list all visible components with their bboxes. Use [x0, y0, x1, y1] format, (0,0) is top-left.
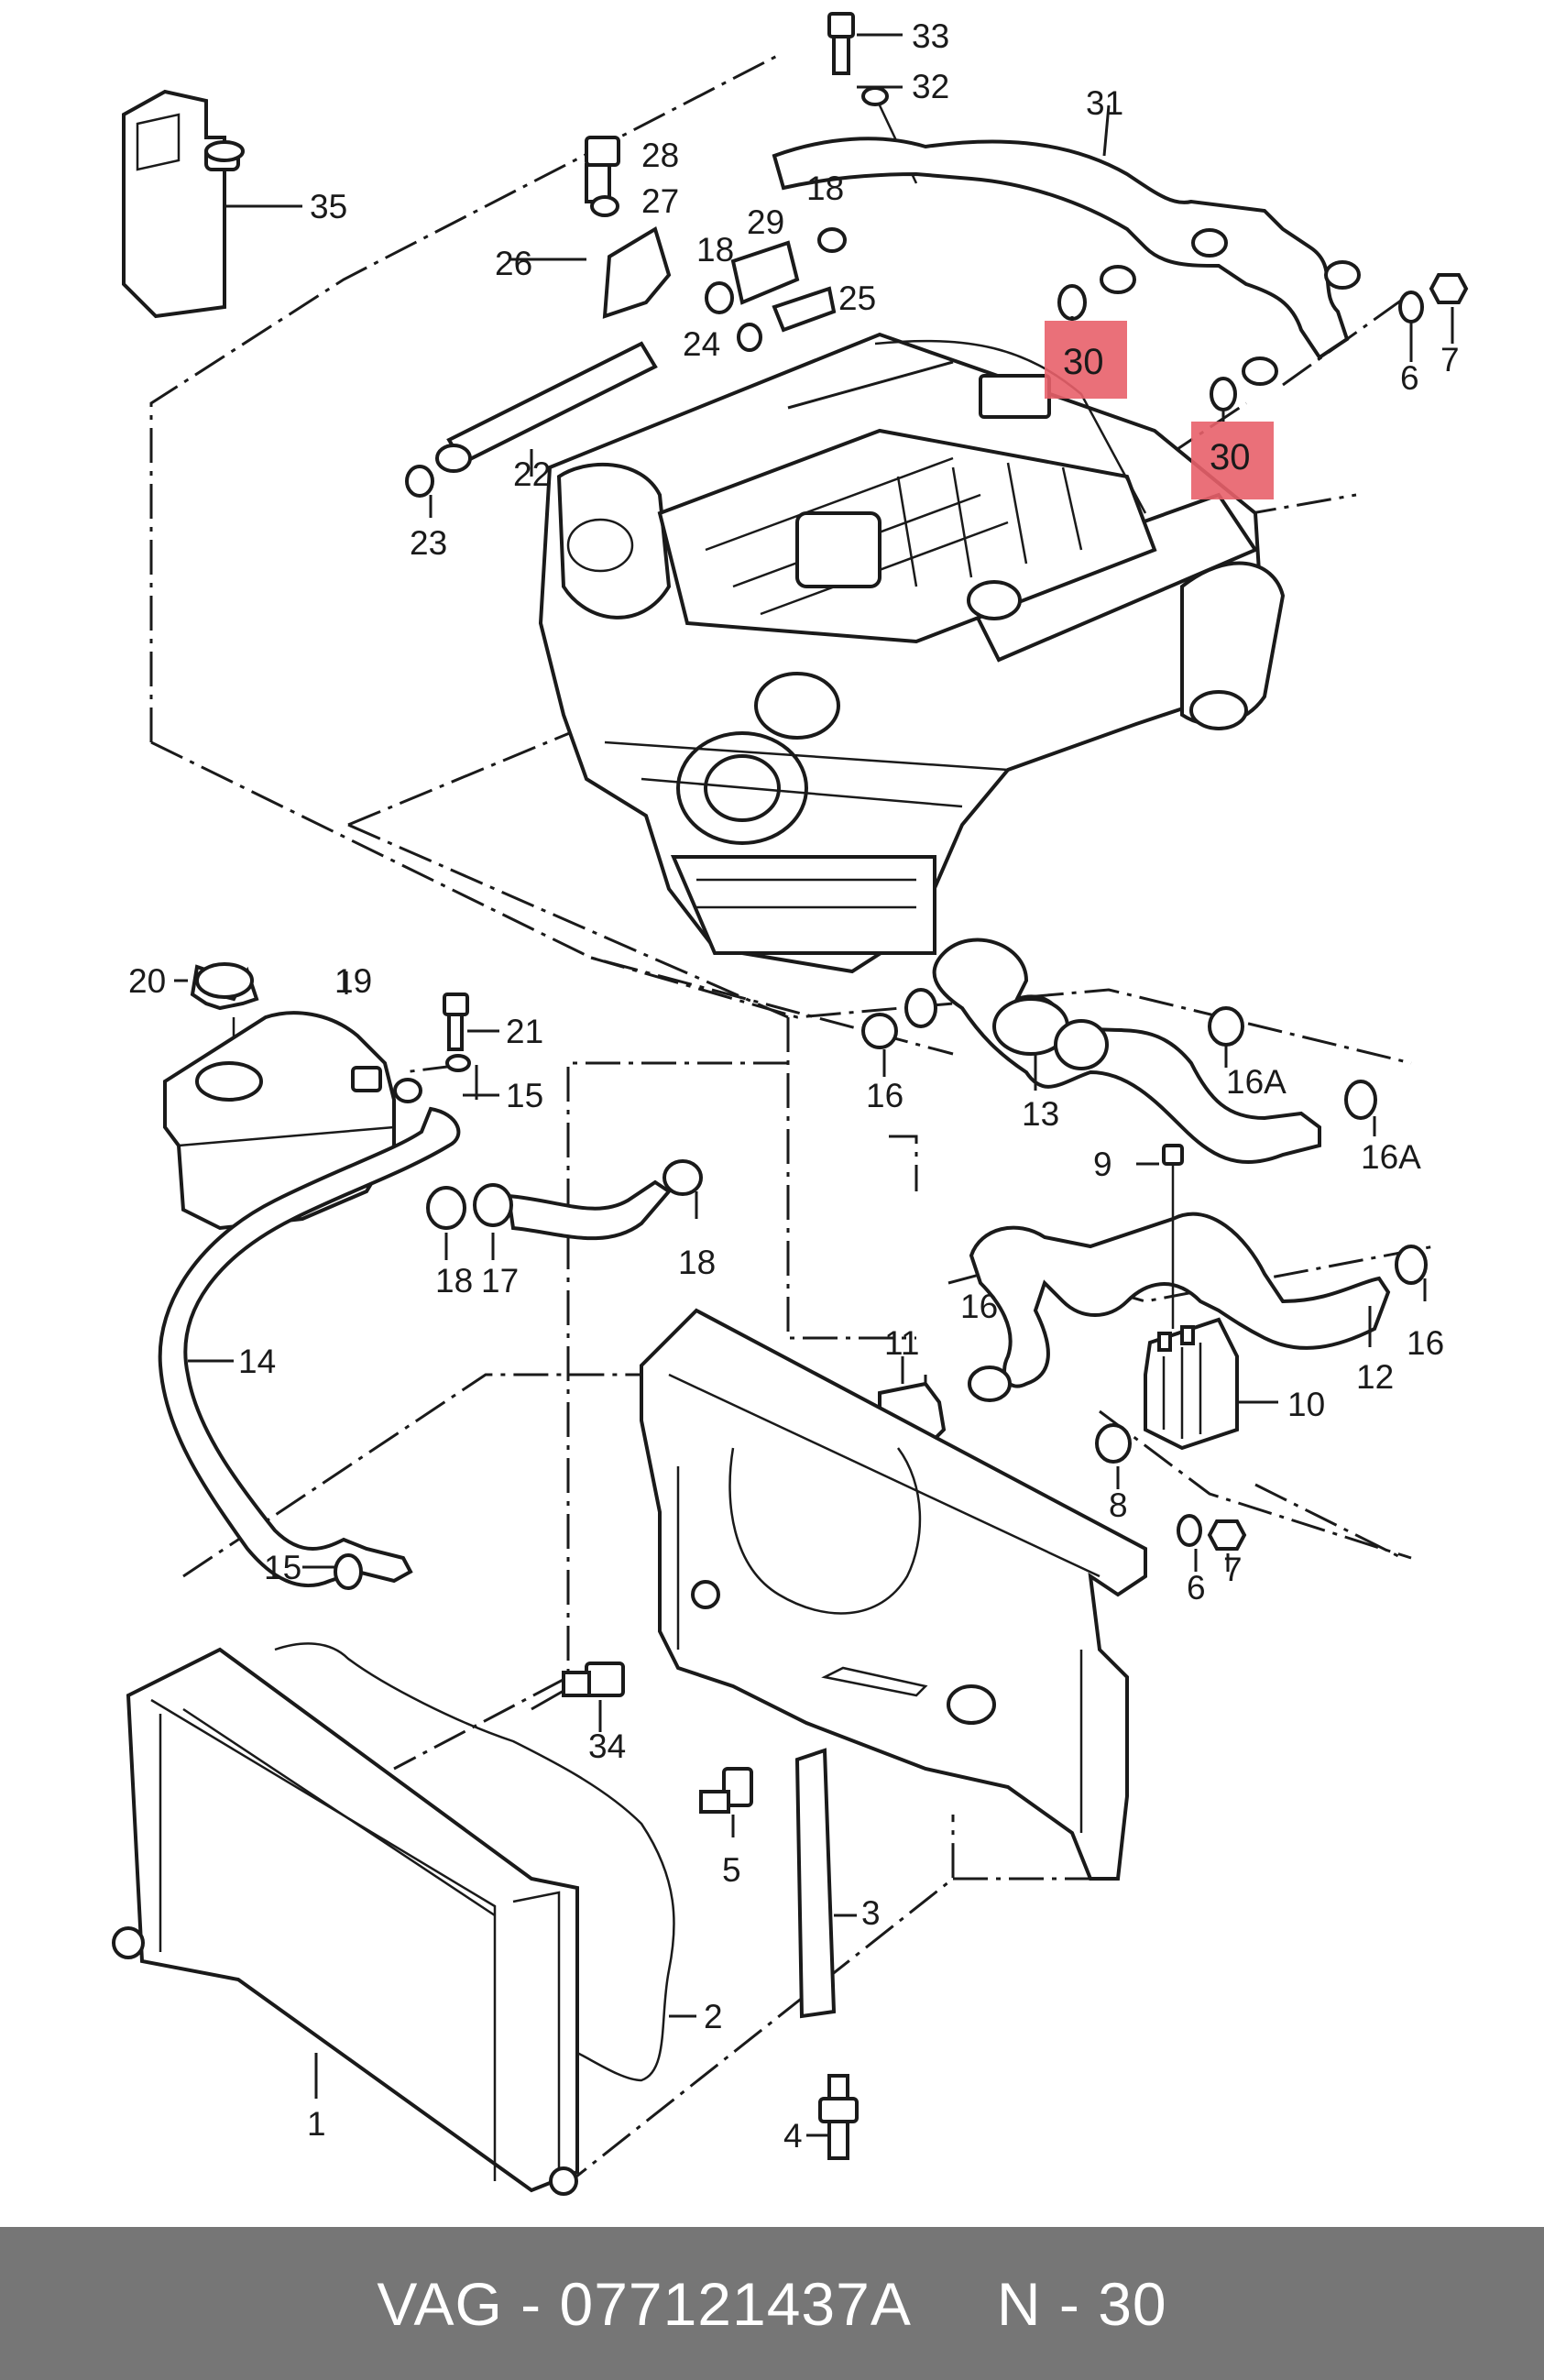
part-number: 077121437A — [559, 2269, 909, 2338]
label-8: 8 — [1109, 1486, 1128, 1524]
label-30-upper: 30 — [1063, 342, 1104, 382]
label-16A-lower: 16A — [1361, 1138, 1421, 1176]
parts-diagram: 33 32 31 35 28 27 26 29 18 18 25 24 22 2… — [112, 12, 1469, 2196]
label-20: 20 — [128, 962, 166, 1000]
hose-12 — [968, 1212, 1428, 1402]
brand-text: VAG — [377, 2269, 503, 2338]
callout-labels: 33 32 31 35 28 27 26 29 18 18 25 24 22 2… — [128, 17, 1460, 2155]
hose-13 — [861, 938, 1377, 1164]
clamp-15-lower — [302, 1553, 363, 1590]
leader-lines — [509, 85, 1225, 422]
label-5: 5 — [722, 1851, 741, 1889]
nut-washer-top — [1398, 273, 1469, 362]
label-16-mid: 16 — [960, 1288, 998, 1325]
label-27: 27 — [641, 182, 679, 220]
label-16A-upper: 16A — [1226, 1063, 1287, 1101]
label-18-mid-right: 18 — [678, 1244, 716, 1281]
label-22: 22 — [513, 455, 551, 493]
label-16-left: 16 — [866, 1077, 903, 1114]
highlight-30-lower — [1191, 422, 1274, 499]
label-30-lower: 30 — [1210, 437, 1251, 477]
label-1: 1 — [307, 2105, 326, 2143]
label-12: 12 — [1356, 1358, 1394, 1396]
hose-17 — [426, 1159, 703, 1260]
label-35: 35 — [310, 188, 347, 225]
label-6-lower: 6 — [1187, 1569, 1206, 1607]
label-25: 25 — [838, 280, 876, 317]
footer-bar: VAG - 077121437A N - 30 — [0, 2227, 1544, 2380]
thermostat-housing-10 — [1095, 1144, 1278, 1489]
label-29: 29 — [747, 203, 784, 241]
spacer — [908, 2270, 997, 2338]
label-34: 34 — [588, 1727, 626, 1765]
coolant-pipe-31 — [772, 104, 1361, 386]
hose-14 — [158, 1106, 461, 1587]
label-23: 23 — [410, 524, 447, 562]
radiator — [112, 1642, 696, 2196]
highlight-30-upper — [1045, 321, 1127, 399]
label-10: 10 — [1287, 1386, 1325, 1423]
label-6-top: 6 — [1400, 359, 1419, 397]
engine-assembly — [538, 332, 1286, 974]
mount-4 — [806, 2074, 859, 2160]
label-18-top-right: 18 — [806, 170, 844, 207]
coolant-canister — [122, 89, 302, 319]
label-31: 31 — [1086, 84, 1123, 122]
label-18-top-left: 18 — [696, 231, 734, 269]
part-number-caption: VAG - 077121437A N - 30 — [377, 2269, 1166, 2339]
label-17: 17 — [481, 1262, 519, 1300]
label-16-right: 16 — [1407, 1324, 1444, 1362]
label-11: 11 — [884, 1324, 919, 1362]
label-33: 33 — [912, 17, 949, 55]
label-21: 21 — [506, 1013, 543, 1050]
coolant-pipe-22 — [405, 136, 847, 518]
nut-washer-lower — [1177, 1514, 1247, 1572]
label-9: 9 — [1093, 1146, 1112, 1183]
label-7-lower: 7 — [1223, 1551, 1243, 1588]
label-15-lower: 15 — [264, 1549, 301, 1586]
bleed-screw-5 — [699, 1767, 753, 1837]
label-3: 3 — [861, 1894, 881, 1932]
label-2: 2 — [704, 1998, 723, 2035]
label-4: 4 — [783, 2117, 803, 2155]
label-32: 32 — [912, 68, 949, 105]
label-26: 26 — [495, 245, 532, 282]
temp-sensor-34 — [531, 1662, 625, 1732]
label-7-top: 7 — [1440, 341, 1460, 378]
label-18-mid-left: 18 — [435, 1262, 473, 1300]
front-frame — [640, 1308, 1147, 1881]
label-13: 13 — [1022, 1095, 1059, 1133]
seal-strip-3 — [794, 1748, 857, 2019]
label-28: 28 — [641, 137, 679, 174]
reference-number: N - 30 — [996, 2269, 1167, 2338]
label-14: 14 — [238, 1343, 276, 1380]
label-19: 19 — [334, 962, 372, 1000]
separator: - — [502, 2269, 560, 2338]
label-15-upper: 15 — [506, 1077, 543, 1114]
label-24: 24 — [683, 325, 720, 363]
